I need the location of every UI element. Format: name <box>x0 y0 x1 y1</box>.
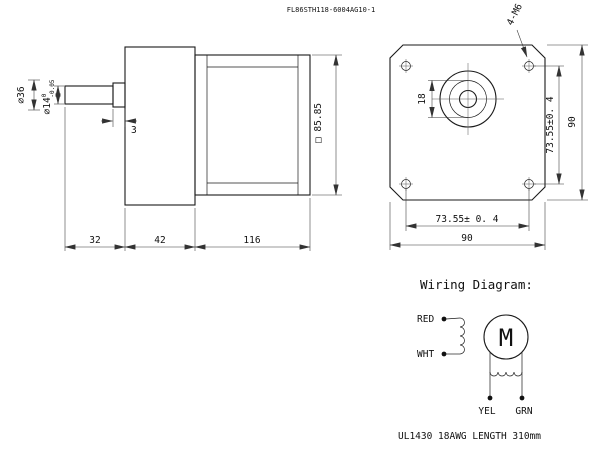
motor-circle <box>483 314 529 360</box>
dim-3-label: 3 <box>131 125 137 136</box>
motor-symbol-label: M <box>499 324 513 352</box>
dim-collar-3: 3 <box>101 109 137 136</box>
phase-a-coil <box>459 317 465 355</box>
lead-wht-label: WHT <box>417 349 434 360</box>
holes-callout: 4-M6 <box>505 2 528 58</box>
lead-grn-label: GRN <box>515 406 532 417</box>
dim-right-spacing: 73.55±0. 4 <box>534 65 564 185</box>
dim-32-label: 32 <box>89 235 100 246</box>
dim-bottom-spacing-label: 73.55± 0. 4 <box>436 214 499 225</box>
side-view: ∅36 ∅140-0.05 3 □ 85.85 <box>16 46 342 251</box>
dim-42-label: 42 <box>154 235 165 246</box>
dim-dia14-label: ∅140-0.05 <box>41 79 56 114</box>
shaft-outline <box>64 85 114 105</box>
dim-bottom-size-label: 90 <box>461 233 473 244</box>
shaft-collar-outline <box>112 82 126 108</box>
dim-length-chain: 32 42 116 <box>64 107 311 251</box>
part-number-label: FL86STH118-6004AG10-1 <box>287 6 376 14</box>
shaft-boss-circles <box>432 63 504 135</box>
grn-terminal-dot <box>519 395 525 401</box>
motor-body-outline <box>194 54 311 196</box>
dim-dia36: ∅36 <box>16 79 40 111</box>
dim-dia14: ∅140-0.05 <box>41 79 64 114</box>
holes-callout-label: 4-M6 <box>505 2 525 28</box>
yel-terminal-dot <box>487 395 493 401</box>
wiring-diagram: Wiring Diagram: RED WHT M YEL GRN UL1430… <box>398 277 541 442</box>
lead-red-label: RED <box>417 314 434 325</box>
dim-right-spacing-label: 73.55±0. 4 <box>545 96 556 153</box>
dim-dia36-label: ∅36 <box>16 86 27 103</box>
phase-b-coil <box>489 371 523 377</box>
front-view: 4-M6 18 73.55±0. 4 90 73.55± 0. 4 <box>389 2 588 250</box>
dim-square-label: □ 85.85 <box>313 103 324 143</box>
dim-bottom-size: 90 <box>389 202 546 250</box>
cable-note: UL1430 18AWG LENGTH 310mm <box>398 431 541 442</box>
motor-body-details <box>206 55 299 195</box>
dim-bottom-spacing: 73.55± 0. 4 <box>405 189 530 231</box>
lead-yel-label: YEL <box>478 406 495 417</box>
red-terminal-dot <box>441 316 447 322</box>
dim-square-8585: □ 85.85 <box>312 54 342 196</box>
wiring-title: Wiring Diagram: <box>420 277 533 292</box>
flange-outline <box>389 44 546 201</box>
wht-terminal-dot <box>441 351 447 357</box>
dim-right-size: 90 <box>547 44 588 201</box>
phase-b-leads <box>487 352 525 401</box>
dim-116-label: 116 <box>243 235 260 246</box>
dim-right-size-label: 90 <box>567 116 578 128</box>
hole-centermarks <box>399 59 536 191</box>
mounting-holes <box>399 59 536 191</box>
dim-18-label: 18 <box>417 93 428 105</box>
dim-18: 18 <box>417 79 468 119</box>
